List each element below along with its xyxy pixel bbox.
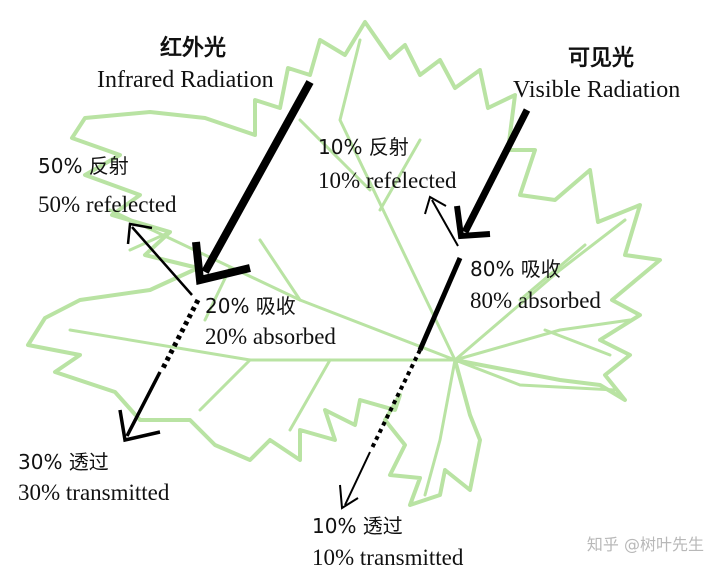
visible-transmitted-arrow-shaft <box>344 451 371 506</box>
bottom-vein <box>423 358 457 497</box>
visible-incoming-arrow-shaft <box>461 108 531 234</box>
side-vein-7 <box>288 358 332 432</box>
visible-transmitted-en: 10% transmitted <box>312 545 464 570</box>
side-vein-5 <box>518 243 587 302</box>
infrared-reflected-cn: 50% 反射 <box>38 154 129 178</box>
side-vein-1 <box>258 238 302 302</box>
visible-reflected-arrowhead <box>424 195 447 215</box>
visible-incoming-arrowhead <box>454 205 491 240</box>
leaf-veins <box>68 38 632 497</box>
infrared-reflected-en: 50% refelected <box>38 192 177 217</box>
visible-title-cn: 可见光 <box>568 46 635 71</box>
infrared-absorbed-en: 20% absorbed <box>205 324 336 349</box>
infrared-title-en: Infrared Radiation <box>97 67 274 93</box>
side-vein-4 <box>298 118 372 192</box>
side-vein-3 <box>378 138 422 212</box>
infrared-transmitted-arrowhead <box>118 409 161 443</box>
infrared-reflected-arrow-shaft <box>131 226 193 296</box>
side-vein-8 <box>543 328 612 357</box>
visible-absorbed-dotted-path <box>370 349 422 449</box>
visible-absorbed-en: 80% absorbed <box>470 288 601 313</box>
stem-vein <box>453 358 617 392</box>
visible-title-en: Visible Radiation <box>513 77 681 103</box>
watermark: 知乎 @树叶先生 <box>586 535 704 554</box>
right-main-vein <box>453 218 627 362</box>
visible-reflected-en: 10% refelected <box>318 168 457 193</box>
midrib-vein <box>338 38 457 362</box>
infrared-absorbed-dotted-path <box>159 298 201 372</box>
infrared-absorbed-cn: 20% 吸收 <box>205 294 296 318</box>
right-lower-vein <box>453 318 632 362</box>
visible-beam <box>339 108 531 510</box>
visible-transmitted-arrowhead <box>339 484 359 510</box>
visible-absorbed-cn: 80% 吸收 <box>470 257 561 281</box>
infrared-incoming-arrow-shaft <box>201 80 314 274</box>
infrared-transmitted-cn: 30% 透过 <box>18 450 109 474</box>
side-vein-9 <box>128 230 172 252</box>
visible-absorbed-solid-path <box>417 257 463 351</box>
side-vein-6 <box>198 358 252 412</box>
infrared-transmitted-en: 30% transmitted <box>18 480 170 505</box>
visible-transmitted-cn: 10% 透过 <box>312 514 403 538</box>
infrared-reflected-arrowhead <box>126 222 153 245</box>
infrared-transmitted-arrow-shaft <box>125 371 162 437</box>
visible-reflected-cn: 10% 反射 <box>318 135 409 159</box>
infrared-incoming-arrowhead <box>192 241 251 285</box>
infrared-beam <box>118 80 314 443</box>
infrared-title-cn: 红外光 <box>160 36 227 61</box>
leaf-illustration <box>26 20 662 507</box>
leaf-outline <box>26 20 662 507</box>
visible-reflected-arrow-shaft <box>431 199 459 247</box>
